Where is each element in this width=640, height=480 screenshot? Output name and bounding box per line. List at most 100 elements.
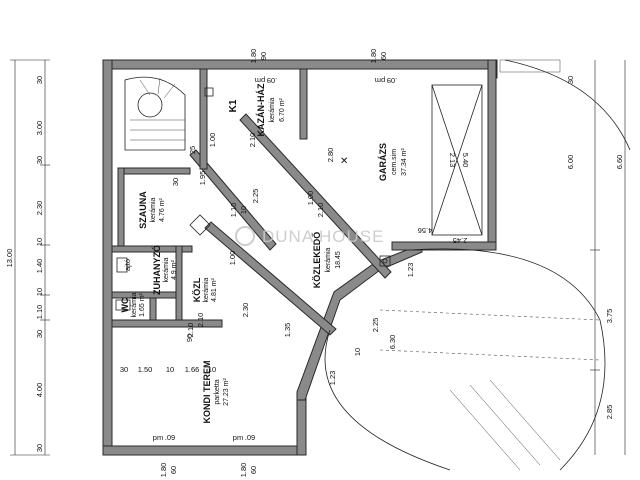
room-szauna-name: SZAUNA: [138, 191, 148, 229]
dim-inner-6: 1.00: [306, 191, 315, 206]
wc-toilet-icon: [115, 299, 131, 311]
room-kozl-floor: kerámia: [203, 277, 210, 302]
watermark-text: DUNA HOUSE: [262, 227, 384, 246]
dim-inner-17: 1.23: [406, 263, 415, 278]
dim-inner-0: 2.10: [248, 133, 257, 148]
garage-marker-icon: ✕: [340, 156, 348, 167]
dim-left-7: 1.10: [35, 305, 44, 320]
dim-inner-11: 2.10: [196, 313, 205, 328]
room-garazs-floor: cem.sim: [391, 149, 398, 175]
top-dimensions: 1.80 90 1.80 60 pm .09 pm .09: [249, 49, 397, 85]
room-wc-area: 1.65 m²: [139, 292, 146, 316]
dim-left-2: 30: [35, 156, 44, 164]
dim-top-2: 1.80: [369, 49, 378, 64]
dim-top-4: pm: [255, 76, 265, 85]
dim-left-3: 2.30: [35, 201, 44, 216]
dim-bottom-6: pm: [233, 433, 243, 442]
dim-inner-28: 10: [208, 365, 216, 374]
dim-left-10: 30: [35, 444, 44, 452]
dim-inner-16: 5.40: [461, 153, 470, 168]
room-labels: K1 KAZÁN-HÁZ kerámia 6.70 m² GARÁZS cem.…: [120, 83, 408, 423]
dim-left-5: 1.40: [35, 259, 44, 274]
dim-inner-4: 30: [171, 178, 180, 186]
staircase: [124, 76, 186, 151]
room-szauna-floor: kerámia: [150, 197, 157, 222]
dim-inner-13: 4.56: [418, 226, 433, 235]
dim-right-0: 30: [566, 76, 575, 84]
room-kozl-name: KÖZL: [192, 277, 202, 302]
dim-bottom-2: 1.80: [239, 463, 248, 478]
room-garazs-area: 37.34 m²: [401, 148, 408, 176]
dim-inner-23: 2.30: [241, 303, 250, 318]
shower-tray-icon: [189, 214, 211, 236]
dim-inner-12: 1.00: [228, 251, 237, 266]
left-dimensions: 13.00 30 3.00 30 2.30 10 1.40 10 1.10 30…: [5, 76, 44, 452]
right-dimensions: 30 6.00 3.75 2.85 6.60: [566, 76, 624, 419]
dim-inner-31: ajtó: [123, 259, 132, 271]
dim-inner-2: 1.95: [198, 171, 207, 186]
bottom-dimensions: 1.80 60 1.80 60 pm .09 pm .09: [153, 433, 258, 477]
dim-inner-20: 6.30: [388, 335, 397, 350]
inner-dimensions: 2.10 1.00 1.95 25 30 2.80 1.00 2.10 2.25…: [120, 133, 470, 386]
dim-left-1: 3.00: [35, 121, 44, 136]
dim-top-1: 90: [259, 52, 268, 60]
room-wc-floor: kerámia: [131, 292, 138, 317]
dim-inner-14: 2.45: [453, 236, 468, 245]
dim-bottom-3: 60: [249, 466, 258, 474]
dim-inner-7: 2.10: [316, 203, 325, 218]
room-kozlekedo-name: KÖZLEKEDŐ: [311, 232, 322, 289]
dim-inner-10: 10: [239, 206, 248, 214]
dim-left-total: 13.00: [5, 249, 14, 268]
dim-inner-1: 1.00: [208, 133, 217, 148]
room-kazan-name: KAZÁN-HÁZ: [256, 83, 266, 136]
dim-inner-22: 1.35: [283, 323, 292, 338]
dim-top-0: 1.80: [249, 49, 258, 64]
dim-inner-27: 1.66: [185, 365, 200, 374]
toilet-icon: [116, 257, 128, 273]
dim-inner-9: 1.10: [229, 203, 238, 218]
dim-inner-15: 2.13: [448, 153, 457, 168]
chimney-icon: [379, 255, 391, 267]
room-zuhanyzo-name: ZUHANYZÓ: [151, 245, 162, 295]
garage-car-bay: [431, 84, 483, 236]
room-kondi-area: 27.23 m²: [223, 378, 230, 406]
fixtures: ✕: [115, 87, 391, 311]
dim-bottom-7: .09: [245, 433, 255, 442]
room-kozl-area: 4.81 m²: [211, 277, 218, 301]
room-kazan-area: 6.70 m²: [279, 97, 286, 121]
room-zuhanyzo-area: 4.9 m²: [171, 259, 178, 280]
dim-inner-29: 30: [120, 365, 128, 374]
dim-inner-24: 2.10: [186, 323, 195, 338]
room-szauna-area: 4.76 m²: [159, 197, 166, 221]
dim-left-0: 30: [35, 76, 44, 84]
dim-left-6: 10: [35, 288, 44, 296]
dim-bottom-4: pm: [153, 433, 163, 442]
dim-inner-19: 10: [353, 348, 362, 356]
room-zuhanyzo-floor: kerámia: [163, 257, 170, 282]
dim-inner-3: 25: [188, 146, 197, 154]
terrain-lines: [324, 59, 631, 471]
room-garazs-name: GARÁZS: [378, 143, 388, 181]
dim-bottom-5: .09: [165, 433, 175, 442]
dim-inner-21: 1.23: [328, 371, 337, 386]
dim-right-4: 6.60: [615, 155, 624, 170]
dim-bottom-1: 60: [169, 466, 178, 474]
dim-right-1: 6.00: [566, 155, 575, 170]
dim-top-6: pm: [375, 76, 385, 85]
dim-inner-8: 2.25: [251, 189, 260, 204]
dim-left-9: 4.00: [35, 383, 44, 398]
dim-top-5: .09: [267, 76, 277, 85]
room-kazan-floor: kerámia: [269, 97, 276, 122]
room-kozlekedo-floor: kerámia: [325, 247, 332, 272]
dim-top-3: 60: [379, 52, 388, 60]
walls: [102, 59, 498, 456]
dim-left-4: 10: [35, 238, 44, 246]
room-k1-label: K1: [228, 99, 239, 112]
dim-inner-18: 2.25: [371, 318, 380, 333]
dim-inner-5: 2.80: [326, 148, 335, 163]
watermark: DUNA HOUSE: [235, 226, 384, 246]
dim-inner-26: 10: [166, 365, 174, 374]
dim-bottom-0: 1.80: [159, 463, 168, 478]
room-kozlekedo-area: 18.45: [335, 251, 342, 269]
dim-right-2: 3.75: [605, 309, 614, 324]
